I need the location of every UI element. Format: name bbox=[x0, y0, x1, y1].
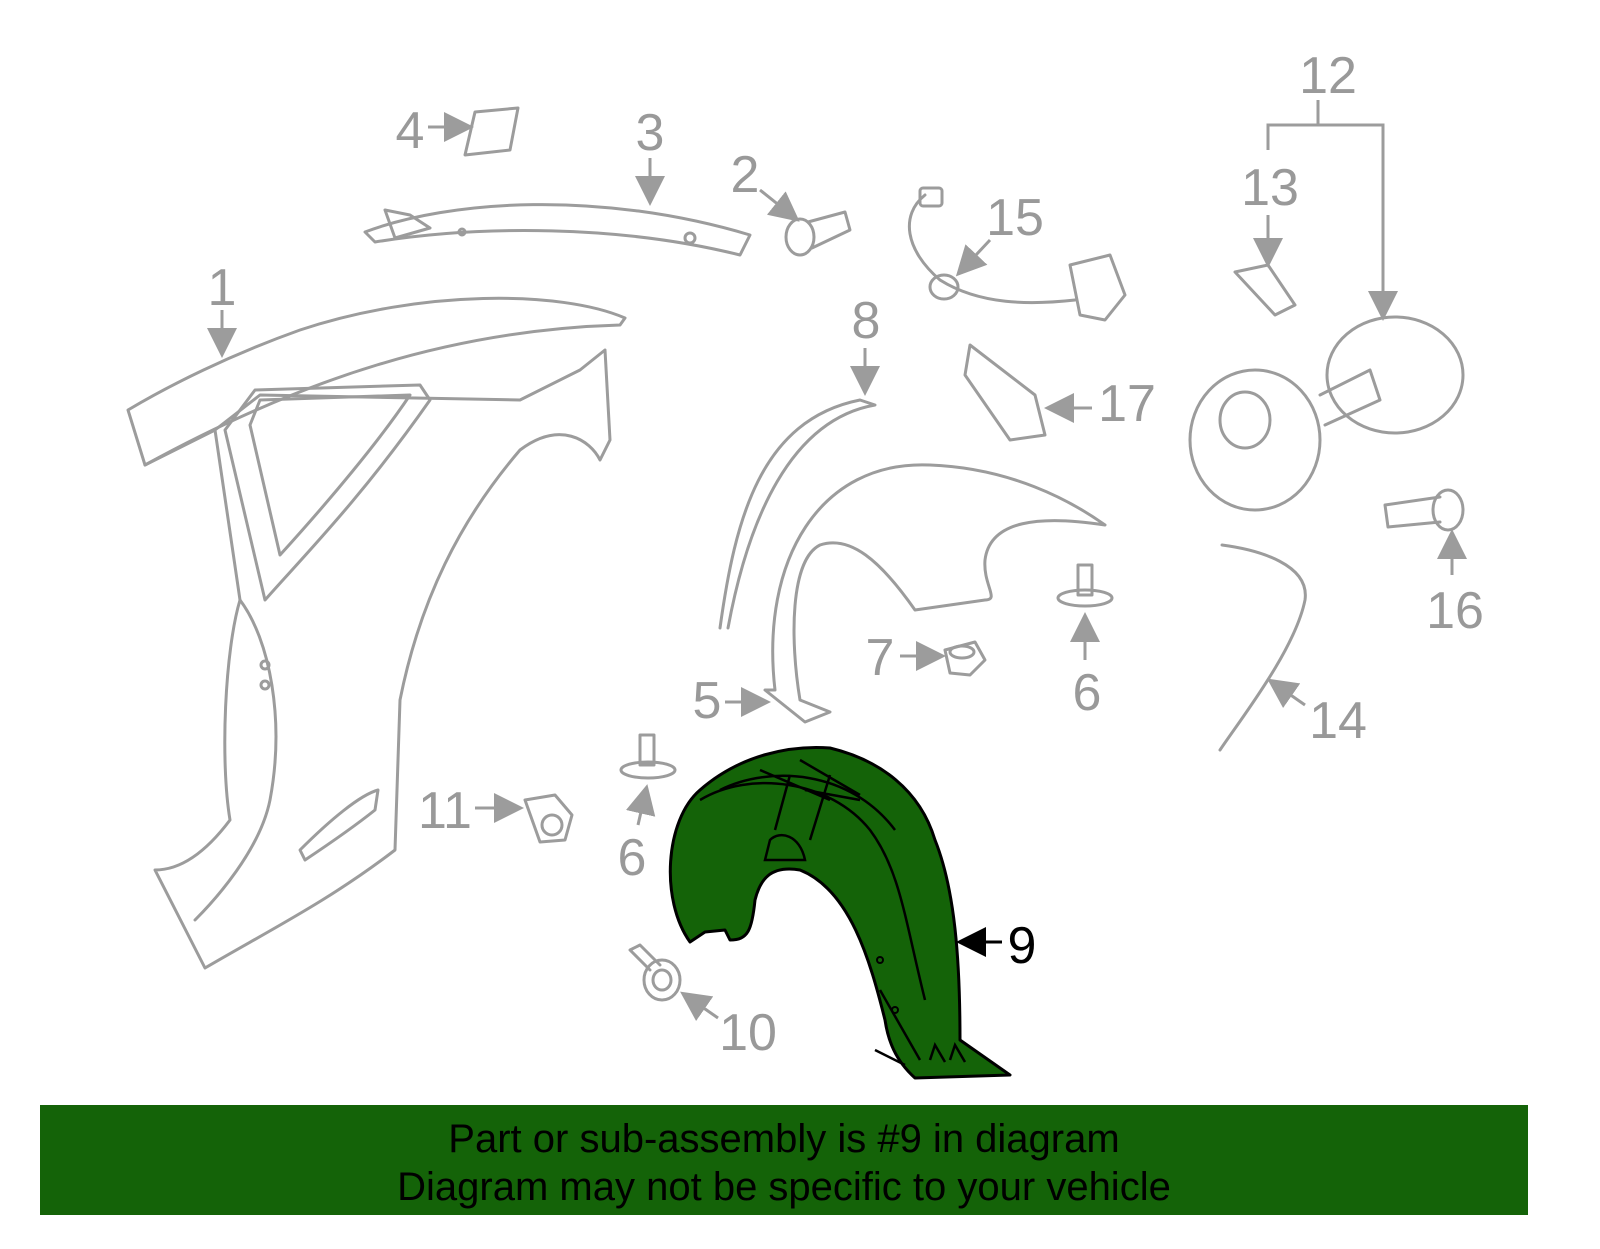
arrow-14 bbox=[1267, 678, 1306, 709]
part-2-bolt bbox=[784, 210, 852, 257]
part-5-flare bbox=[763, 463, 1107, 724]
callout-6-right[interactable]: 6 bbox=[1073, 664, 1102, 722]
callout-10[interactable]: 10 bbox=[719, 1004, 777, 1062]
callout-14[interactable]: 14 bbox=[1309, 692, 1367, 750]
callout-13[interactable]: 13 bbox=[1241, 159, 1299, 217]
part-17-housing bbox=[963, 343, 1047, 442]
part-4-bracket bbox=[463, 106, 520, 157]
callout-2[interactable]: 2 bbox=[731, 146, 760, 204]
banner-line-part: Part or sub-assembly is #9 in diagram bbox=[448, 1117, 1120, 1161]
callout-16[interactable]: 16 bbox=[1426, 582, 1484, 640]
callout-17[interactable]: 17 bbox=[1098, 375, 1156, 433]
callout-9[interactable]: 9 bbox=[1008, 917, 1037, 975]
part-14-seal bbox=[1218, 543, 1307, 752]
info-banner: Part or sub-assembly is #9 in diagram Di… bbox=[40, 1105, 1528, 1215]
part-16-bolt bbox=[1383, 488, 1465, 532]
part-13-clip bbox=[1233, 263, 1297, 317]
arrow-10 bbox=[680, 991, 719, 1022]
callout-7[interactable]: 7 bbox=[866, 629, 895, 687]
callout-8[interactable]: 8 bbox=[852, 292, 881, 350]
callout-3[interactable]: 3 bbox=[636, 104, 665, 162]
part-3-molding bbox=[363, 203, 752, 257]
arrow-2 bbox=[759, 188, 800, 222]
callout-12[interactable]: 12 bbox=[1299, 47, 1357, 105]
part-15-wire-harness bbox=[908, 186, 1127, 322]
part-6-clip-right bbox=[1056, 563, 1114, 608]
bracket-12 bbox=[1266, 123, 1398, 321]
callout-6-left[interactable]: 6 bbox=[618, 829, 647, 887]
arrow-15 bbox=[955, 238, 992, 277]
arrow-6-left bbox=[626, 784, 656, 826]
part-7-nut bbox=[943, 640, 987, 677]
callout-1[interactable]: 1 bbox=[208, 259, 237, 317]
callout-11[interactable]: 11 bbox=[418, 782, 472, 840]
part-8-strip bbox=[718, 398, 877, 630]
part-1-quarter-panel bbox=[126, 296, 627, 970]
callout-4[interactable]: 4 bbox=[396, 102, 425, 160]
part-12-fuel-door bbox=[1188, 315, 1465, 512]
part-9-wheelhouse-liner bbox=[668, 746, 1012, 1080]
banner-line-disclaimer: Diagram may not be specific to your vehi… bbox=[397, 1165, 1171, 1209]
callout-5[interactable]: 5 bbox=[693, 672, 722, 730]
part-10-screw bbox=[628, 943, 682, 1002]
part-6-clip-left bbox=[619, 733, 677, 780]
callout-15[interactable]: 15 bbox=[986, 189, 1044, 247]
part-11-grommet bbox=[523, 793, 574, 844]
